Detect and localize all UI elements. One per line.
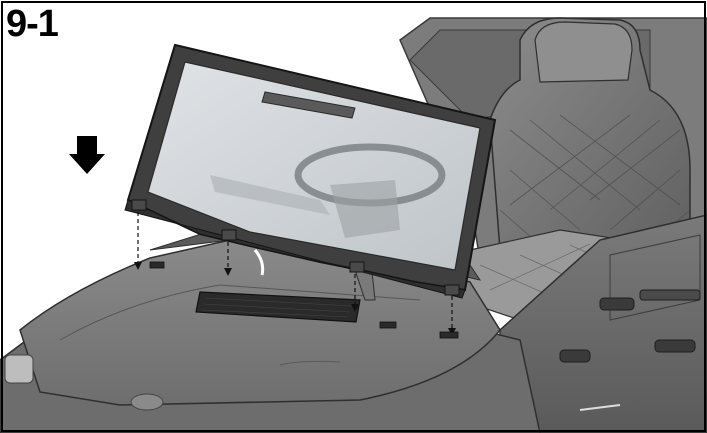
down-arrow-icon [69,136,105,174]
right-door-panel [499,214,707,433]
side-step-detail [559,349,591,363]
step-label: 9-1 [6,3,59,45]
hood [19,239,501,406]
windshield-assembly [124,43,497,299]
door-trim-strip [639,289,701,301]
headlight-corner [4,354,34,384]
seat-backrest [489,17,691,281]
rear-view-mirror [261,91,356,119]
mounting-tabs [131,199,460,296]
hood-emblem [130,393,164,411]
seat-quilt-pattern [499,114,691,246]
headrest [534,21,633,83]
alignment-guides [137,212,453,330]
dash-clip-left [253,249,265,276]
receiving-slots [149,261,459,339]
door-handle [599,297,635,311]
